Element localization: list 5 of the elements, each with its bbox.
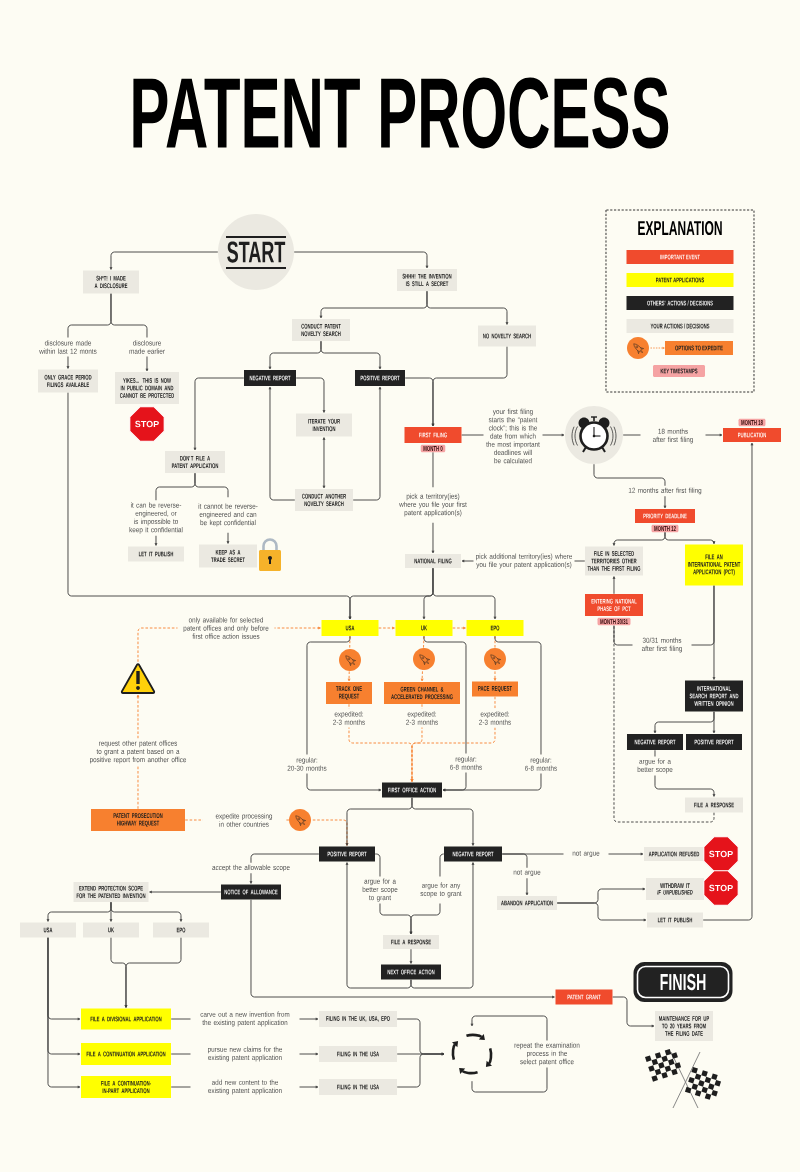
title: PATENT PROCESS [133,77,669,149]
stop-sign: STOP [703,870,739,906]
legend-title: EXPLANATION [638,220,722,236]
stop-sign: STOP [703,836,739,872]
stop-sign: STOP [129,406,165,442]
